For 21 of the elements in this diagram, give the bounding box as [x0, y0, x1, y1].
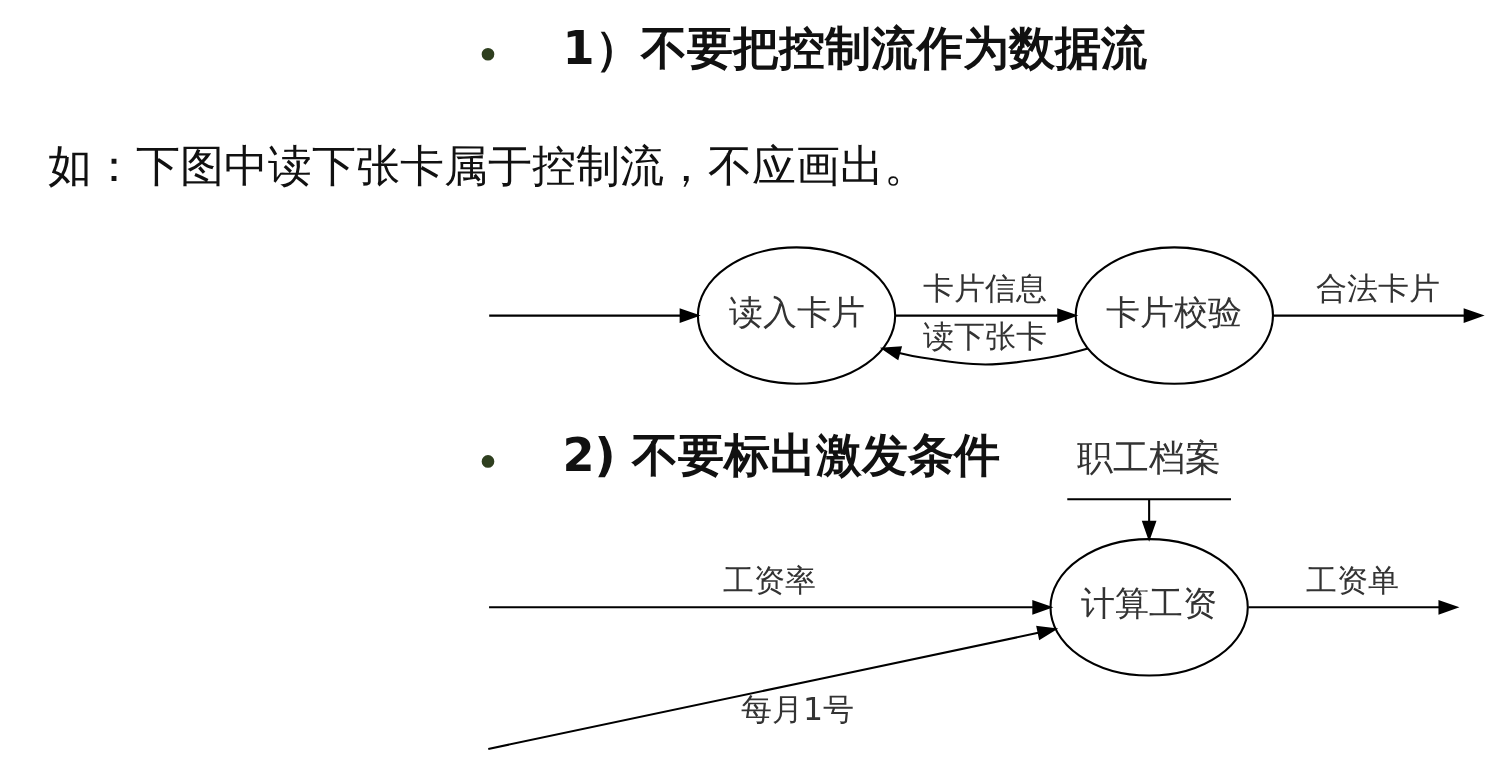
edge-label: 读下张卡 — [922, 318, 1047, 355]
arrow — [488, 599, 1053, 615]
arrow — [1247, 599, 1459, 615]
arrow — [488, 308, 701, 323]
edge-label: 工资单 — [1305, 561, 1399, 598]
label: 1）不要把控制流作为数据流 — [562, 20, 1147, 75]
edge-label: 工资率 — [722, 561, 816, 598]
node-ellipse: 卡片校验 — [1074, 246, 1274, 385]
edge-label: 合法卡片 — [1315, 269, 1440, 306]
arrow — [895, 308, 1078, 323]
label: 2) 不要标出激发条件 — [562, 428, 1000, 483]
arrow — [487, 625, 1058, 750]
arrow — [879, 346, 1088, 366]
node-text: 职工档案 — [1076, 437, 1221, 479]
label: 如：下图中读下张卡属于控制流，不应画出。 — [47, 139, 928, 191]
edge-label: 卡片信息 — [922, 269, 1047, 306]
arrow — [1273, 308, 1485, 323]
node-ellipse: 读入卡片 — [696, 246, 896, 385]
edge-label: 每月1号 — [740, 690, 854, 727]
node-ellipse: 计算工资 — [1048, 538, 1249, 677]
arrow — [1141, 499, 1156, 542]
